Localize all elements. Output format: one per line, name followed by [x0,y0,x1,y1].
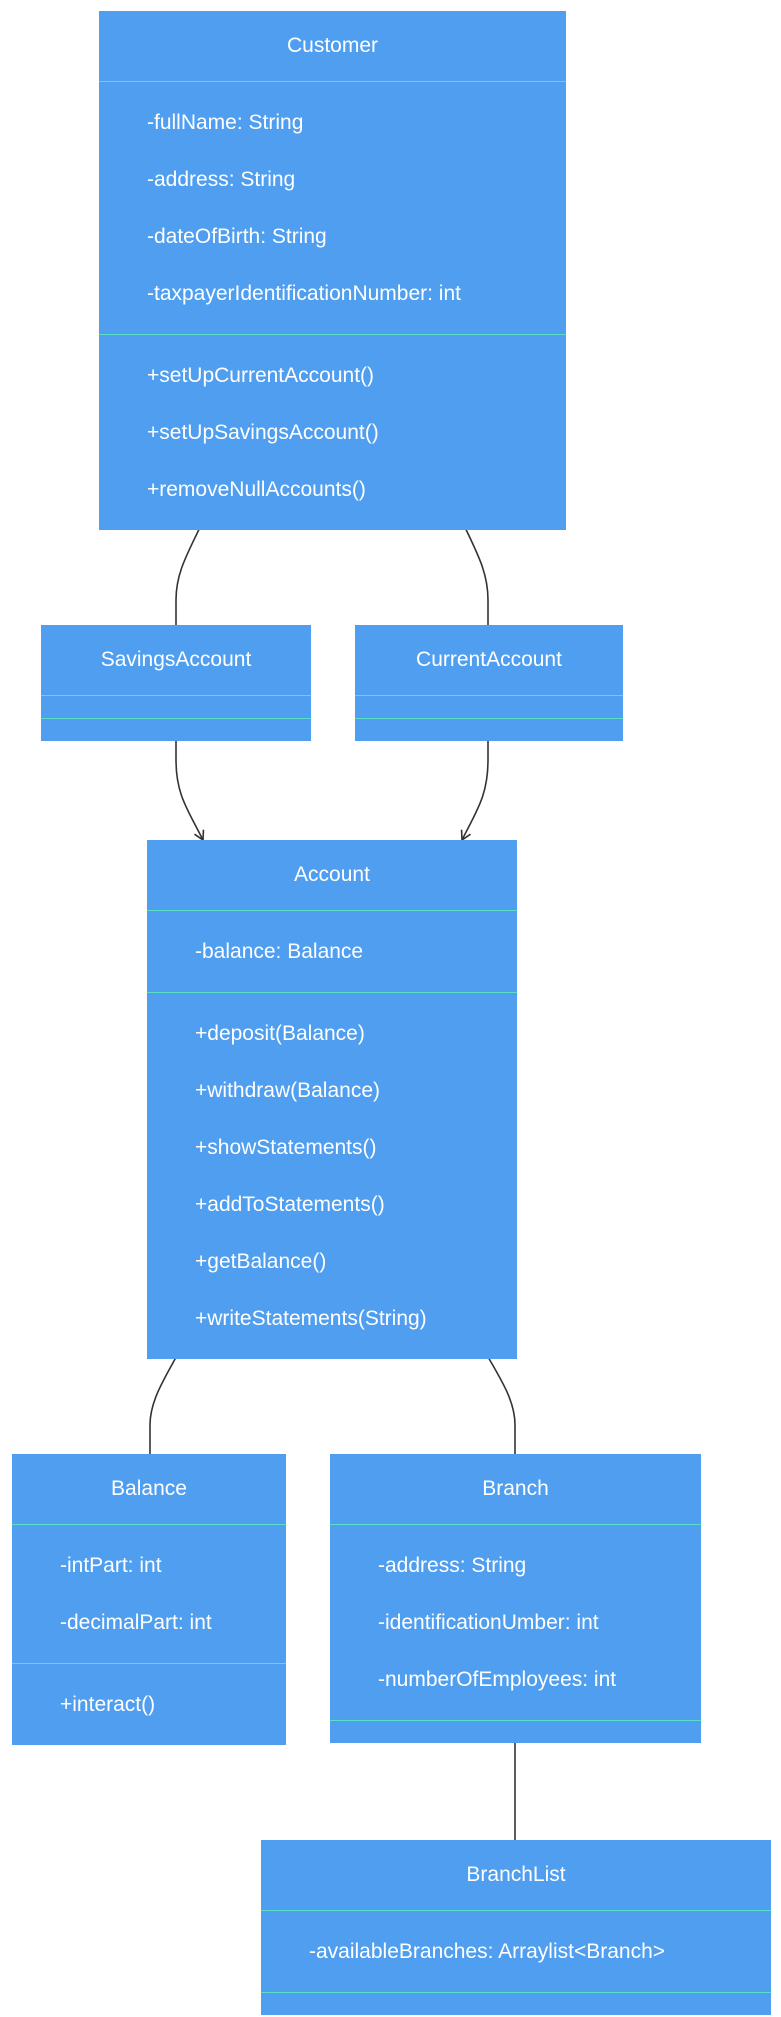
operation: +getBalance() [195,1250,327,1273]
attribute: -dateOfBirth: String [147,225,327,248]
class-name: BranchList [466,1863,566,1886]
class-account: Account -balance: Balance +deposit(Balance… [147,840,517,1359]
attributes-compartment: -availableBranches: Arraylist<Branch> [261,1910,771,1992]
attribute: -identificationUmber: int [378,1611,599,1634]
operation: +writeStatements(String) [195,1307,427,1330]
class-name: Branch [482,1477,549,1500]
attributes-compartment: -intPart: int -decimalPart: int [12,1524,286,1663]
association-line-account-to-branch [483,1349,516,1454]
operation: +deposit(Balance) [195,1022,365,1045]
operation: +removeNullAccounts() [147,478,366,501]
class-customer: Customer -fullName: String -address: Strin… [99,11,566,530]
operation: +showStatements() [195,1136,377,1159]
class-branch-list: BranchList -availableBranches: Arraylist<… [261,1840,771,2015]
class-name: Account [294,863,370,886]
class-name: CurrentAccount [416,648,562,671]
operations-compartment [355,718,623,741]
operations-compartment [41,718,311,741]
attribute: -taxpayerIdentificationNumber: int [147,282,461,305]
operation: +setUpCurrentAccount() [147,364,375,387]
association-line-customer-to-savings-account [175,520,204,625]
attributes-compartment: -fullName: String -address: String -dateOf… [99,81,566,334]
class-savings-account: SavingsAccount [41,625,311,741]
attributes-compartment [355,695,623,718]
operations-compartment: +setUpCurrentAccount() +setUpSavingsAccou… [99,334,566,530]
inheritance-arrow-savings-account-to-account [175,736,205,842]
attribute: -numberOfEmployees: int [378,1668,617,1691]
operation: +interact() [60,1693,156,1716]
association-line-customer-to-current-account [461,520,489,625]
class-name: Balance [111,1477,187,1500]
attributes-compartment: -address: String -identificationUmber: in… [330,1524,701,1720]
association-line-account-to-balance [149,1349,181,1454]
class-branch: Branch -address: String -identificationUmb… [330,1454,701,1743]
inheritance-arrow-current-account-to-account [460,736,489,842]
operation: +addToStatements() [195,1193,385,1216]
operation: +setUpSavingsAccount() [147,421,379,444]
attribute: -decimalPart: int [60,1611,212,1634]
operations-compartment [261,1992,771,2015]
class-current-account: CurrentAccount [355,625,623,741]
attribute: -balance: Balance [195,940,364,963]
operations-compartment [330,1720,701,1743]
attribute: -address: String [147,168,296,191]
operation: +withdraw(Balance) [195,1079,381,1102]
attribute: -fullName: String [147,111,304,134]
attributes-compartment: -balance: Balance [147,910,517,992]
class-balance: Balance -intPart: int -decimalPart: int +in… [12,1454,286,1745]
operations-compartment: +deposit(Balance) +withdraw(Balance) +show… [147,992,517,1359]
class-name: Customer [286,34,379,57]
attribute: -availableBranches: Arraylist<Branch> [309,1940,666,1963]
attributes-compartment [41,695,311,718]
attribute: -intPart: int [60,1554,162,1577]
class-name: SavingsAccount [100,648,252,671]
attribute: -address: String [378,1554,527,1577]
operations-compartment: +interact() [12,1663,286,1745]
